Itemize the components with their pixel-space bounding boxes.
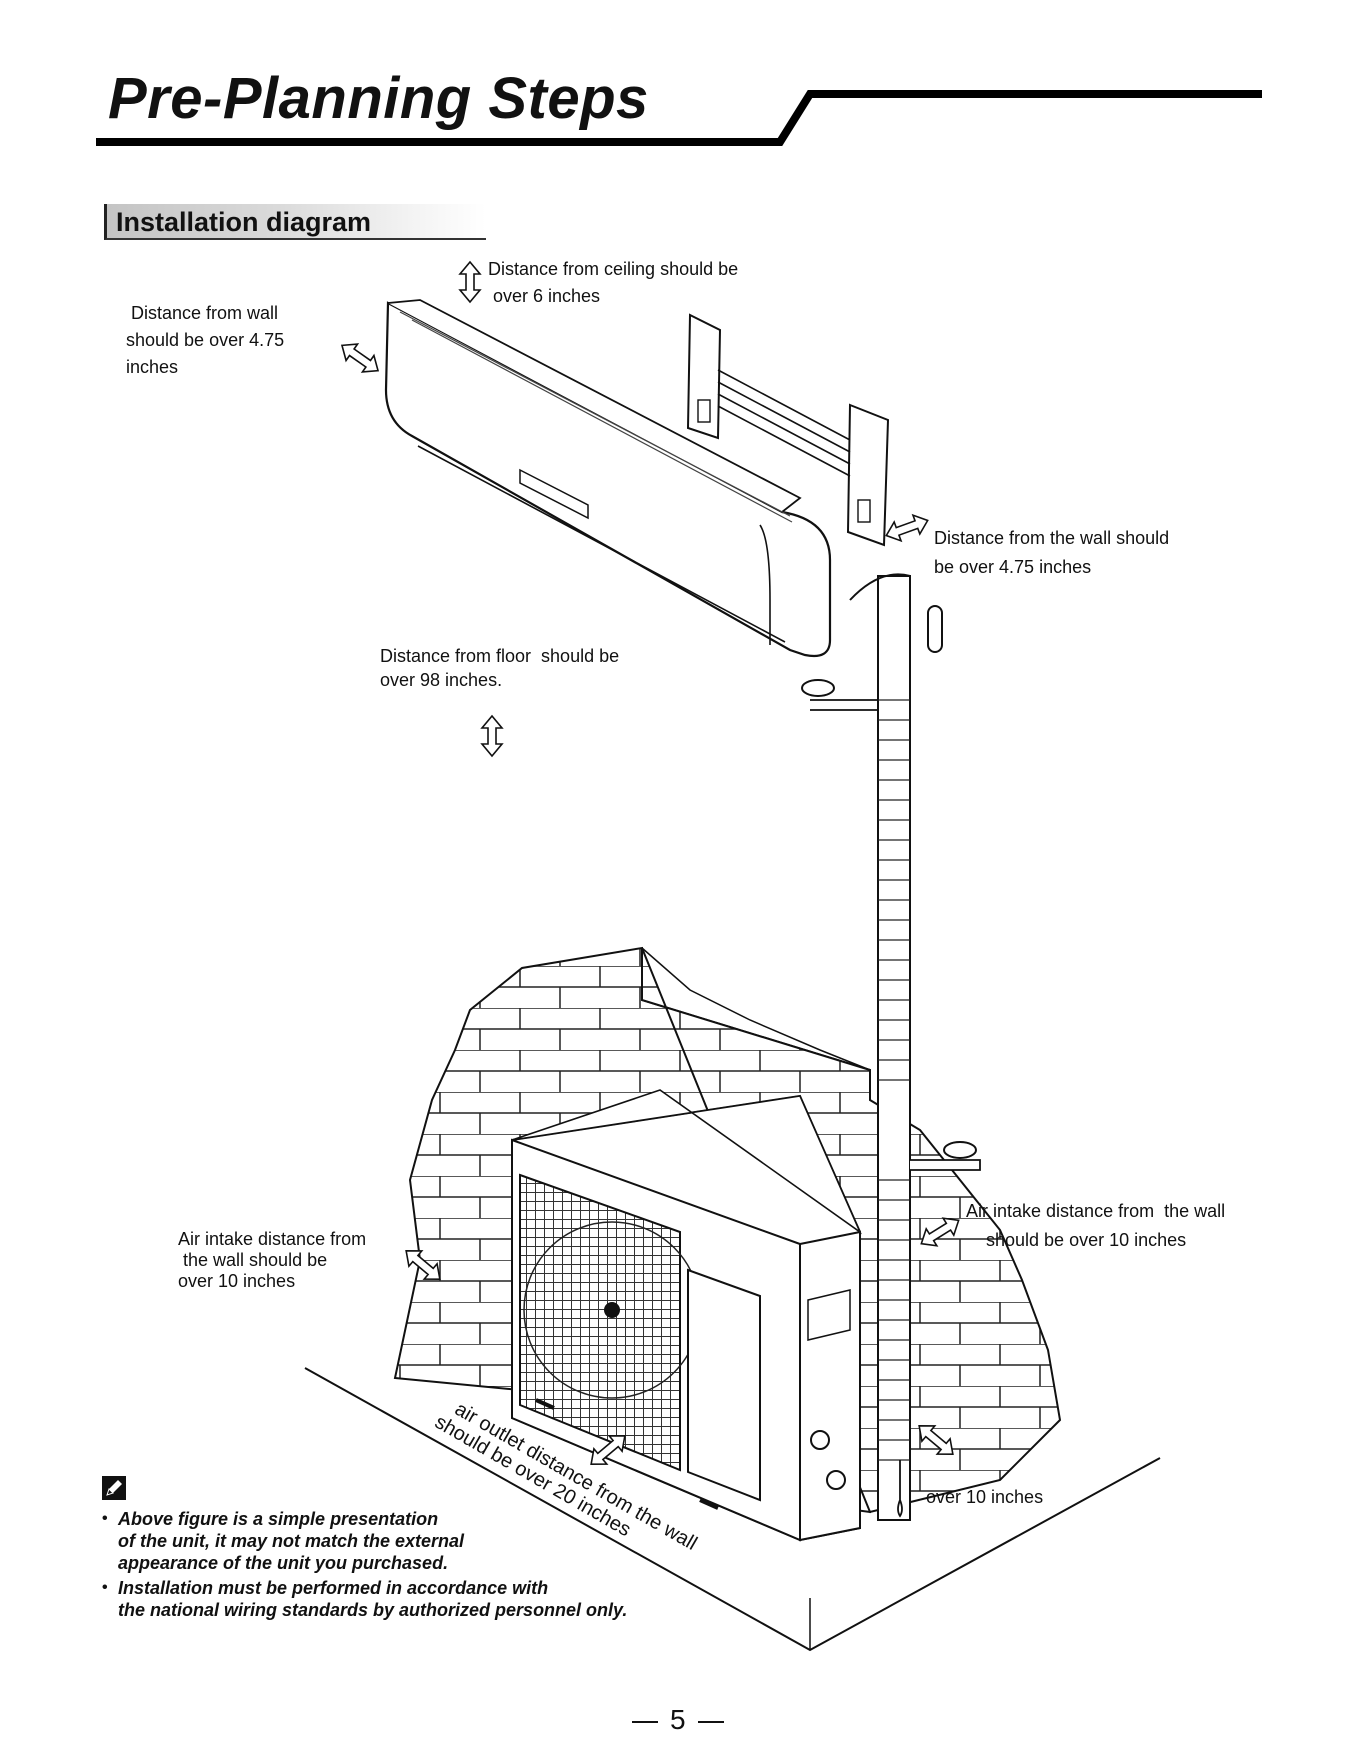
outdoor-unit bbox=[511, 1089, 862, 1542]
wall-left-clearance-label: Distance from wall should be over 4.75 i… bbox=[126, 303, 285, 377]
floor-clearance-label: Distance from floor should be over 98 in… bbox=[380, 646, 620, 690]
pencil-note-icon bbox=[102, 1476, 126, 1500]
note-2-bullet: • bbox=[102, 1579, 108, 1596]
section-title: Installation diagram bbox=[116, 207, 372, 237]
wall-right-clearance-label: Distance from the wall should be over 4.… bbox=[934, 528, 1170, 577]
wall-left-arrow-icon bbox=[335, 336, 385, 380]
wall-right-arrow-icon bbox=[882, 510, 932, 546]
page-title: Pre-Planning Steps bbox=[108, 66, 649, 131]
page-number-dash-right bbox=[697, 1720, 724, 1723]
mounting-plate bbox=[686, 313, 890, 547]
indoor-unit bbox=[384, 299, 832, 658]
page-number-dash-left bbox=[632, 1720, 658, 1723]
note-2-text: Installation must be performed in accord… bbox=[118, 1578, 628, 1620]
page-footer: 5 bbox=[620, 1706, 736, 1734]
floor-plane bbox=[304, 1367, 1161, 1652]
note-1-text: Above figure is a simple presentation of… bbox=[118, 1509, 465, 1573]
intake-left-clearance-label: Air intake distance from the wall should… bbox=[178, 1229, 367, 1291]
page-number: 5 bbox=[670, 1704, 686, 1735]
header-rule bbox=[96, 90, 1262, 146]
front-clearance-label: over 10 inches bbox=[926, 1487, 1044, 1507]
ceiling-arrow-icon bbox=[459, 261, 481, 303]
floor-arrow-icon bbox=[481, 715, 503, 757]
note-1-bullet: • bbox=[102, 1510, 108, 1527]
section-tab bbox=[104, 204, 486, 240]
intake-right-clearance-label: Air intake distance from the wall should… bbox=[966, 1201, 1226, 1250]
refrigerant-pipe bbox=[801, 573, 981, 1521]
ceiling-clearance-label: Distance from ceiling should be over 6 i… bbox=[488, 259, 739, 306]
